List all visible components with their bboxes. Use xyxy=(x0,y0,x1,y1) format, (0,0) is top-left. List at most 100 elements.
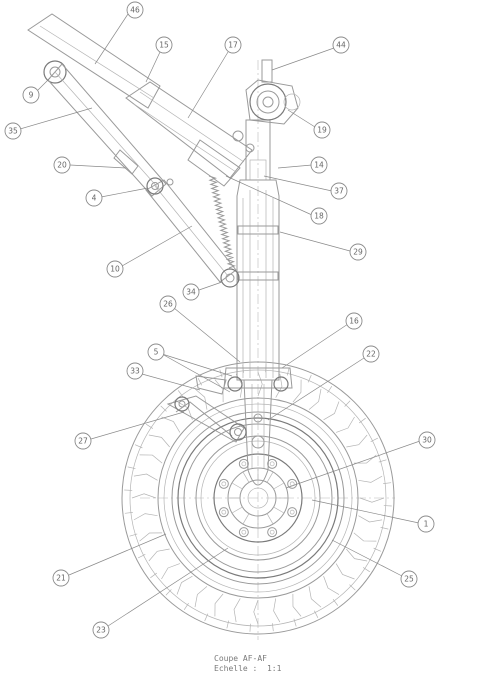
section-caption-scale: Echelle : 1:1 xyxy=(214,664,282,673)
callout-15: 15 xyxy=(145,36,173,83)
tread-notch xyxy=(127,466,136,470)
tread-lug xyxy=(308,586,322,608)
actuator xyxy=(27,13,255,187)
tread-notch xyxy=(124,512,133,514)
tread-lug xyxy=(359,497,385,503)
tread-lug xyxy=(346,548,368,562)
svg-text:4: 4 xyxy=(92,194,97,203)
callout-17: 17 xyxy=(187,36,242,119)
tread-notch xyxy=(226,620,230,629)
tread-lug xyxy=(148,434,170,448)
hub-spoke xyxy=(231,482,243,490)
tread-notch xyxy=(383,482,392,484)
svg-text:23: 23 xyxy=(96,626,106,635)
tread-notch xyxy=(344,400,351,407)
centerlines xyxy=(140,60,395,640)
hub-bolt-hole xyxy=(221,509,227,515)
svg-text:10: 10 xyxy=(110,265,120,274)
hub-bolt xyxy=(218,478,229,489)
tread-notch xyxy=(293,618,297,627)
svg-text:16: 16 xyxy=(349,317,359,326)
tread-notch xyxy=(137,554,146,559)
hub-spoke xyxy=(266,513,274,525)
tread-lug xyxy=(273,598,281,623)
callout-30: 30 xyxy=(285,431,436,489)
svg-text:9: 9 xyxy=(29,91,34,100)
tread-notch xyxy=(307,374,312,383)
callout-19: 19 xyxy=(287,109,331,139)
hub-bolt xyxy=(267,458,278,469)
tread-lug xyxy=(214,379,224,403)
svg-text:21: 21 xyxy=(56,574,66,583)
torque-link xyxy=(166,375,247,443)
tread-lug xyxy=(292,379,302,403)
tread-lug xyxy=(308,388,322,410)
hub-bolt-hole xyxy=(241,529,247,535)
svg-text:26: 26 xyxy=(163,300,173,309)
tread-lug xyxy=(292,593,302,617)
hub-bolt-hole xyxy=(221,481,227,487)
svg-text:18: 18 xyxy=(314,212,324,221)
callout-4: 4 xyxy=(85,187,149,207)
tread-notch xyxy=(332,598,339,606)
callout-14: 14 xyxy=(277,156,328,174)
svg-text:5: 5 xyxy=(154,348,159,357)
tread-notch xyxy=(314,610,319,619)
tread-notch xyxy=(197,377,202,386)
hub-bolt xyxy=(238,527,249,538)
tread-notch xyxy=(219,369,223,378)
hub-spoke xyxy=(242,513,250,525)
tread-lug xyxy=(353,454,377,464)
tread-lug xyxy=(257,371,263,397)
svg-text:20: 20 xyxy=(57,161,67,170)
hub-bolt-hole xyxy=(269,461,275,467)
svg-text:30: 30 xyxy=(422,436,432,445)
svg-text:14: 14 xyxy=(314,161,324,170)
tread-lug xyxy=(176,575,193,595)
hub-bolts xyxy=(218,458,298,538)
tread-notch xyxy=(358,417,366,424)
tread-lug xyxy=(275,373,283,398)
tread-lug xyxy=(323,576,340,595)
svg-text:17: 17 xyxy=(228,41,238,50)
callout-46: 46 xyxy=(94,1,144,65)
callout-35: 35 xyxy=(4,107,93,140)
hub-spoke xyxy=(242,471,250,483)
tread-notch xyxy=(373,547,382,552)
tread-lug xyxy=(323,401,340,421)
tread-notch xyxy=(286,367,290,376)
callout-27: 27 xyxy=(74,411,185,450)
svg-text:46: 46 xyxy=(130,6,140,15)
tread-lug xyxy=(139,454,163,464)
oleo-strut xyxy=(223,119,293,486)
tread-lug xyxy=(139,532,163,542)
tread-notch xyxy=(183,602,189,611)
callout-44: 44 xyxy=(271,36,350,71)
svg-text:15: 15 xyxy=(159,41,169,50)
callout-22: 22 xyxy=(267,345,380,421)
hub-spoke xyxy=(273,506,285,514)
callout-20: 20 xyxy=(53,156,127,174)
callout-25: 25 xyxy=(331,539,418,588)
tread-lug xyxy=(336,416,355,433)
tread-lug xyxy=(131,493,157,499)
callout-16: 16 xyxy=(281,312,363,369)
tire xyxy=(121,361,395,635)
tread-notch xyxy=(177,390,184,398)
callout-5: 5 xyxy=(147,343,233,393)
callout-9: 9 xyxy=(22,77,51,104)
hub-bolt-hole xyxy=(269,529,275,535)
tread-lug xyxy=(133,513,158,521)
svg-text:27: 27 xyxy=(78,437,88,446)
spring-coil xyxy=(208,175,236,269)
tread-notch xyxy=(362,567,371,573)
callout-10: 10 xyxy=(106,225,193,278)
section-caption-title: Coupe AF-AF xyxy=(214,654,267,663)
hub-spoke xyxy=(231,506,243,514)
tread-notch xyxy=(327,385,333,394)
hub-bolt xyxy=(287,478,298,489)
spring xyxy=(208,175,236,269)
tread-lug xyxy=(253,599,259,625)
drag-link xyxy=(43,60,240,288)
tread-lug xyxy=(194,388,208,410)
